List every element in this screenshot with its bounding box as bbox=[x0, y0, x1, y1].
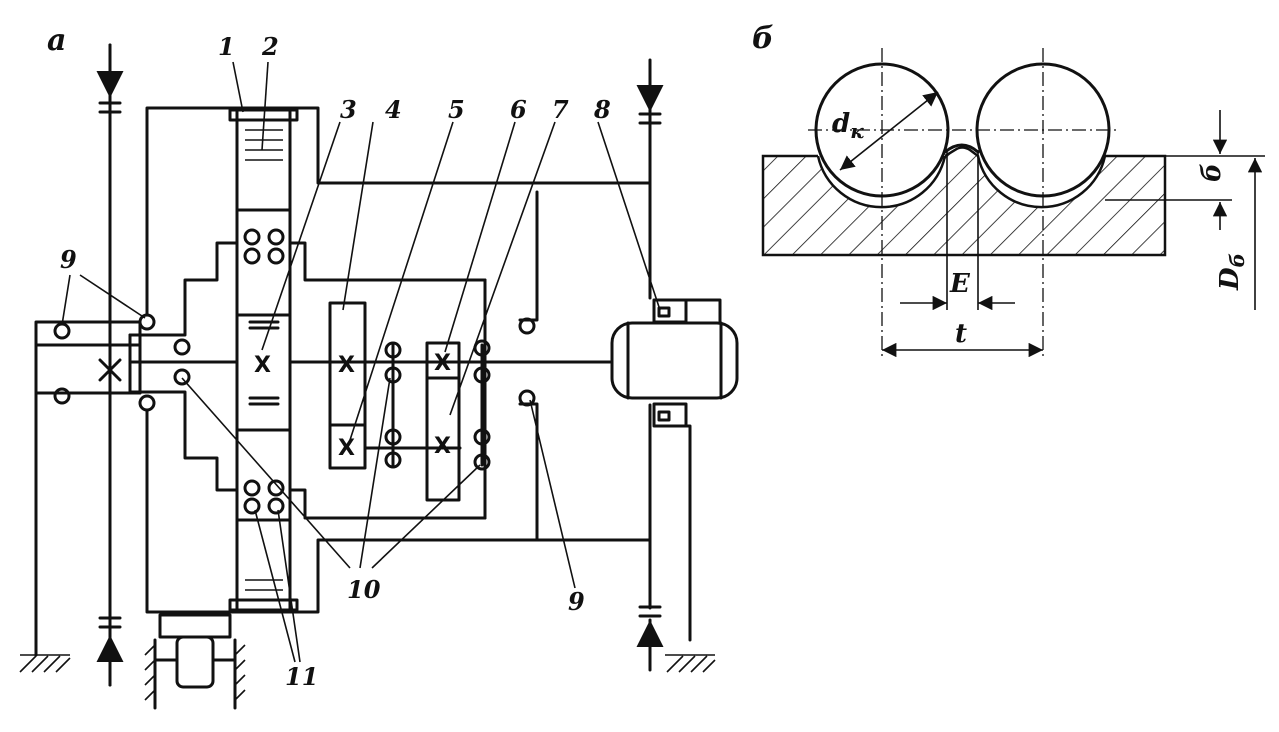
rotor-disc: X bbox=[228, 106, 299, 614]
label-9-right: 9 bbox=[568, 587, 585, 616]
db-dimension: Dб bbox=[1215, 158, 1263, 310]
right-force-line bbox=[636, 58, 716, 673]
gear-6-mark: X bbox=[434, 351, 451, 376]
rotor-gear-mark: X bbox=[254, 353, 271, 378]
label-8: 8 bbox=[593, 95, 611, 124]
output-motor bbox=[610, 298, 739, 642]
label-11: 11 bbox=[285, 662, 318, 691]
t-label: t bbox=[955, 319, 967, 349]
label-3: 3 bbox=[340, 95, 357, 124]
label-1: 1 bbox=[218, 32, 235, 61]
panel-a-label: a bbox=[47, 23, 66, 58]
depth-dimension: б bbox=[1105, 110, 1265, 230]
gear-train: X X X X bbox=[288, 190, 612, 542]
part-numbers: 1 2 3 4 5 6 7 8 9 9 10 11 bbox=[60, 32, 611, 691]
main-housing bbox=[145, 106, 652, 614]
left-bearing-block bbox=[19, 320, 142, 673]
dk-arrow bbox=[839, 91, 939, 171]
gear-4-lower-mark: X bbox=[338, 436, 355, 461]
ridge bbox=[943, 143, 980, 154]
left-force-line bbox=[96, 43, 124, 687]
b-depth-label: б bbox=[1197, 163, 1227, 182]
dk-label: dк bbox=[832, 109, 864, 143]
label-4: 4 bbox=[385, 95, 402, 124]
leader-lines bbox=[61, 61, 661, 663]
inner-hub bbox=[128, 241, 487, 520]
panel-b-label: б bbox=[752, 21, 774, 56]
label-9-left: 9 bbox=[60, 245, 77, 274]
panel-a: a bbox=[19, 23, 739, 710]
label-6: 6 bbox=[510, 95, 527, 124]
panel-b: б dк E t б bbox=[752, 21, 1265, 360]
label-7: 7 bbox=[552, 95, 569, 124]
label-10: 10 bbox=[347, 575, 381, 604]
workpiece bbox=[761, 146, 1167, 257]
gear-4-mark: X bbox=[338, 353, 355, 378]
bottom-support bbox=[144, 613, 246, 710]
db-label: Dб bbox=[1215, 253, 1249, 291]
e-label: E bbox=[949, 269, 971, 299]
label-5: 5 bbox=[448, 95, 465, 124]
label-2: 2 bbox=[261, 32, 279, 61]
gear-7-mark: X bbox=[434, 434, 451, 459]
